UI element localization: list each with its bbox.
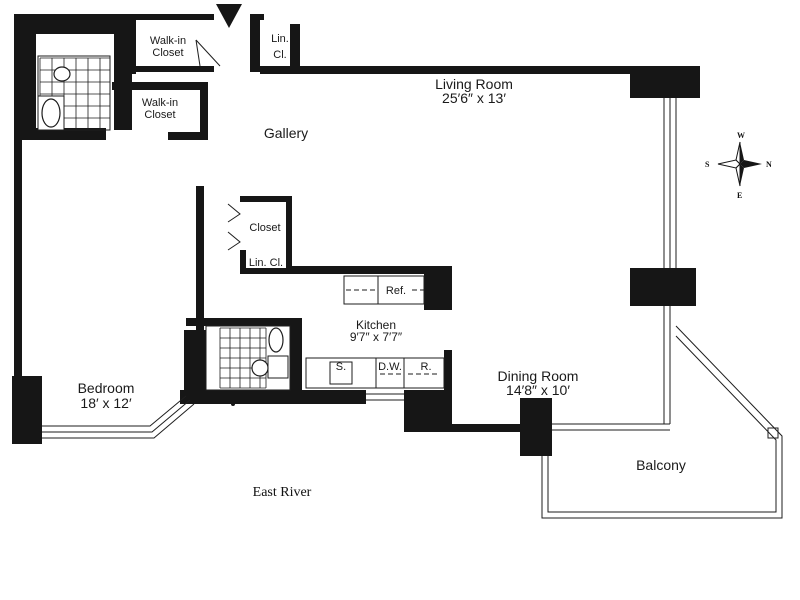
wall-pier-sw bbox=[12, 376, 42, 444]
wall-bath2-west bbox=[184, 330, 206, 400]
wall-closet3-top bbox=[240, 196, 292, 202]
lin-cl-kitchen-label: Lin. Cl. bbox=[249, 257, 283, 269]
wall-gallery-stub bbox=[196, 186, 202, 200]
door-swing-closet1b bbox=[195, 39, 201, 67]
wall-lincl-west bbox=[250, 14, 260, 72]
range-label: R. bbox=[421, 361, 432, 373]
lin-cl-top-label-1: Lin. bbox=[271, 33, 289, 45]
door-hinge-dot bbox=[231, 402, 235, 406]
room-labels: Walk-in Closet Lin. Cl. Walk-in Closet L… bbox=[78, 33, 686, 500]
walk-in-closet-bath-label-1: Walk-in bbox=[142, 97, 178, 109]
counter-lower bbox=[305, 357, 445, 389]
window-bedroom-b bbox=[42, 399, 191, 433]
kitchen-dims: 9′7″ x 7′7″ bbox=[350, 330, 403, 344]
balcony-rail-inner bbox=[547, 335, 777, 513]
windows bbox=[42, 98, 783, 519]
wall-west-bedroom bbox=[14, 134, 22, 380]
balcony-post bbox=[767, 427, 779, 439]
bath2-tile-grid bbox=[219, 327, 267, 389]
wall-closet3-east bbox=[286, 196, 292, 270]
bathroom-2 bbox=[205, 325, 291, 391]
walk-in-closet-bath-label-2: Closet bbox=[144, 109, 175, 121]
bath2-toilet-icon bbox=[251, 359, 269, 377]
wall-closet2-east bbox=[200, 82, 208, 140]
wall-pier-dining bbox=[520, 398, 552, 456]
wall-south-bath2 bbox=[180, 390, 366, 404]
wall-bedroom-east bbox=[196, 186, 204, 392]
window-bedroom-c bbox=[42, 403, 195, 439]
wall-pier-ne bbox=[630, 66, 700, 98]
dining-room-dims: 14′8″ x 10′ bbox=[506, 382, 570, 398]
wall-kitchen-ne bbox=[424, 266, 452, 310]
bath1-toilet-icon bbox=[53, 66, 71, 82]
wall-lincl3-west bbox=[240, 250, 246, 274]
living-room-label: Living Room bbox=[435, 76, 513, 92]
wall-north-bath bbox=[14, 14, 132, 34]
bath2-sink-icon bbox=[268, 327, 284, 353]
bath2-frame bbox=[205, 325, 291, 391]
dining-room-label: Dining Room bbox=[498, 368, 579, 384]
wall-west-upper bbox=[14, 14, 36, 134]
dishwasher-label: D.W. bbox=[378, 361, 402, 373]
door-swing-closet1 bbox=[195, 39, 221, 67]
compass-north-label: N bbox=[766, 160, 772, 169]
lincl-knob-dot bbox=[280, 68, 284, 72]
compass-east-label: E bbox=[737, 191, 742, 200]
walls bbox=[12, 14, 700, 456]
sink-icon bbox=[329, 361, 353, 385]
wall-pier-east bbox=[630, 268, 696, 306]
closet-bifold-lower bbox=[227, 231, 241, 251]
gallery-label: Gallery bbox=[264, 125, 308, 141]
compass-icon: W E S N bbox=[705, 131, 772, 200]
closet-bifold-upper bbox=[227, 203, 241, 223]
wall-kitchen-north bbox=[286, 266, 452, 274]
living-room-dims: 25′6″ x 13′ bbox=[442, 90, 506, 106]
walk-in-closet-top-label-2: Closet bbox=[152, 47, 183, 59]
entry-arrow-icon bbox=[216, 4, 242, 28]
balcony-rail-outer bbox=[541, 325, 783, 519]
wall-bath2-east bbox=[290, 318, 302, 402]
bathroom-1 bbox=[37, 55, 111, 131]
wall-kitchen-east bbox=[444, 350, 452, 394]
east-river-label: East River bbox=[253, 485, 312, 500]
kitchen-label: Kitchen bbox=[356, 318, 396, 332]
wall-closet2-bottom bbox=[168, 132, 208, 140]
wall-lincl3-bottom bbox=[240, 268, 294, 274]
walk-in-closet-top-label-1: Walk-in bbox=[150, 35, 186, 47]
window-bedroom-a bbox=[42, 395, 187, 427]
compass-south-label: S bbox=[705, 160, 710, 169]
bath1-sink-icon bbox=[41, 98, 61, 128]
sink-label: S. bbox=[336, 361, 346, 373]
wall-closet-west bbox=[126, 14, 136, 74]
wall-south-dining bbox=[404, 424, 520, 432]
lin-cl-top-label-2: Cl. bbox=[273, 49, 286, 61]
bath1-tile-grid bbox=[39, 57, 111, 131]
doors bbox=[195, 4, 284, 406]
wall-closet2-top bbox=[112, 82, 208, 90]
compass-west-label: W bbox=[737, 131, 745, 140]
wall-closet1-top bbox=[130, 14, 214, 20]
kitchen-fixtures bbox=[305, 275, 445, 389]
closet-label: Closet bbox=[249, 222, 280, 234]
wall-lincl-top bbox=[250, 14, 264, 20]
wall-bath2-top bbox=[186, 318, 302, 326]
wall-closet1-bottom bbox=[130, 66, 214, 72]
bath2-vanity bbox=[267, 355, 289, 379]
balcony-label: Balcony bbox=[636, 457, 686, 473]
wall-lincl-east bbox=[290, 24, 300, 70]
wall-north-living bbox=[260, 66, 700, 74]
wall-bath-south bbox=[14, 128, 106, 140]
ref-label: Ref. bbox=[386, 285, 406, 297]
bedroom-dims: 18′ x 12′ bbox=[80, 395, 132, 411]
bedroom-label: Bedroom bbox=[78, 380, 135, 396]
